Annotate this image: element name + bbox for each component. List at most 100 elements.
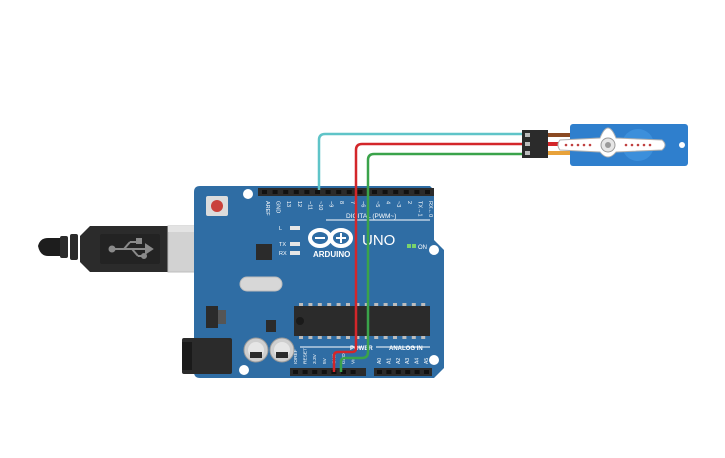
analog-header-label: ANALOG IN <box>389 346 423 352</box>
chip-pin <box>299 336 303 339</box>
digital-pin-label: ~9 <box>328 201 334 207</box>
analog-pin-hole[interactable] <box>386 370 392 374</box>
arduino-logo <box>308 228 353 248</box>
servo-horn-holes <box>564 143 652 147</box>
analog-pin-label: A0 <box>377 358 383 364</box>
chip-pin <box>327 336 332 339</box>
micro-servo[interactable] <box>522 124 688 166</box>
analog-pin-hole[interactable] <box>424 370 429 374</box>
analog-pin-label: A3 <box>405 358 411 364</box>
analog-pin-hole[interactable] <box>414 370 420 374</box>
chip-pin <box>421 336 426 339</box>
digital-pin-hole[interactable] <box>393 190 399 194</box>
digital-pin-label: ~6 <box>359 201 365 207</box>
analog-pin-hole[interactable] <box>395 370 401 374</box>
chip-pin <box>308 336 313 339</box>
horn-hole <box>588 143 592 147</box>
digital-pin-hole[interactable] <box>293 190 299 194</box>
digital-pin-label: 13 <box>285 201 291 207</box>
usb-icon <box>108 238 154 259</box>
capacitor <box>269 337 295 363</box>
chip-pin <box>336 336 341 339</box>
usb-interface-chip <box>256 244 272 260</box>
chip-pin <box>317 336 322 339</box>
analog-header <box>374 368 432 376</box>
mounting-hole <box>243 189 253 199</box>
analog-pin-label: A4 <box>415 358 421 364</box>
servo-connector-pin <box>525 142 530 146</box>
digital-pin-hole[interactable] <box>357 190 363 194</box>
horn-hole <box>564 143 568 147</box>
wire-power[interactable] <box>332 142 528 372</box>
digital-pin-hole[interactable] <box>262 190 267 194</box>
regulator-tab <box>218 310 226 324</box>
chip-pin <box>383 303 388 306</box>
digital-pin-hole[interactable] <box>283 190 289 194</box>
logo-symbols <box>315 233 346 243</box>
digital-pin-hole[interactable] <box>336 190 342 194</box>
servo-mount-hole <box>679 142 685 148</box>
digital-pin-hole[interactable] <box>304 190 310 194</box>
digital-pin-hole[interactable] <box>382 190 388 194</box>
digital-pin-hole[interactable] <box>414 190 420 194</box>
digital-pin-label: ~10 <box>317 201 323 210</box>
chip-pin <box>346 303 350 306</box>
small-chip <box>266 320 276 332</box>
analog-pin-hole[interactable] <box>377 370 382 374</box>
horn-hole <box>636 143 640 147</box>
horn-hole <box>642 143 646 147</box>
digital-pin-hole[interactable] <box>325 190 331 194</box>
chip-pin <box>355 303 360 306</box>
power-jack <box>182 338 232 374</box>
reset-button[interactable] <box>211 200 223 212</box>
chip-pin <box>383 336 388 339</box>
chip-pin <box>355 336 360 339</box>
power-header-label: POWER <box>350 346 373 352</box>
chip-pin <box>336 303 341 306</box>
led-label: TX <box>279 242 286 248</box>
digital-pin-hole[interactable] <box>425 190 430 194</box>
power-pin-hole[interactable] <box>350 370 356 374</box>
chip-pin <box>346 336 350 339</box>
digital-pin-label: ~5 <box>374 201 380 207</box>
horn-hole <box>570 143 574 147</box>
digital-pin-hole[interactable] <box>272 190 278 194</box>
horn-hole <box>582 143 586 147</box>
wire-signal[interactable] <box>317 132 528 190</box>
wire-ground[interactable] <box>339 152 528 372</box>
chip-pin <box>327 303 332 306</box>
usb-cable-strain-relief <box>38 238 64 256</box>
digital-pin-hole[interactable] <box>346 190 352 194</box>
digital-pin-hole[interactable] <box>372 190 377 194</box>
chip-pin <box>299 303 303 306</box>
digital-pin-label: ~3 <box>395 201 401 207</box>
led-l <box>290 226 300 230</box>
model-label: UNO <box>362 232 395 249</box>
servo-horn[interactable] <box>557 127 666 158</box>
power-pin-hole[interactable] <box>302 370 308 374</box>
power-pin-hole[interactable] <box>312 370 318 374</box>
chip-pin <box>411 336 416 339</box>
digital-pin-label: RX←0 <box>427 201 433 217</box>
digital-pin-label: TX→1 <box>416 201 422 217</box>
power-pin-label: RESET <box>303 348 309 364</box>
chip-pin <box>393 303 397 306</box>
power-pin-label: Vin <box>351 357 357 364</box>
chip-pin <box>393 336 397 339</box>
analog-pin-label: A5 <box>424 358 430 364</box>
power-pin-hole[interactable] <box>321 370 327 374</box>
power-pin-hole[interactable] <box>293 370 298 374</box>
crystal-oscillator <box>239 276 283 292</box>
digital-pin-label: 12 <box>296 201 302 207</box>
digital-pin-hole[interactable] <box>315 190 320 194</box>
power-pin-hole[interactable] <box>341 370 346 374</box>
analog-pin-hole[interactable] <box>405 370 411 374</box>
digital-pin-hole[interactable] <box>403 190 409 194</box>
digital-header <box>258 188 434 196</box>
power-header <box>290 368 366 376</box>
power-jack-front <box>182 342 192 370</box>
